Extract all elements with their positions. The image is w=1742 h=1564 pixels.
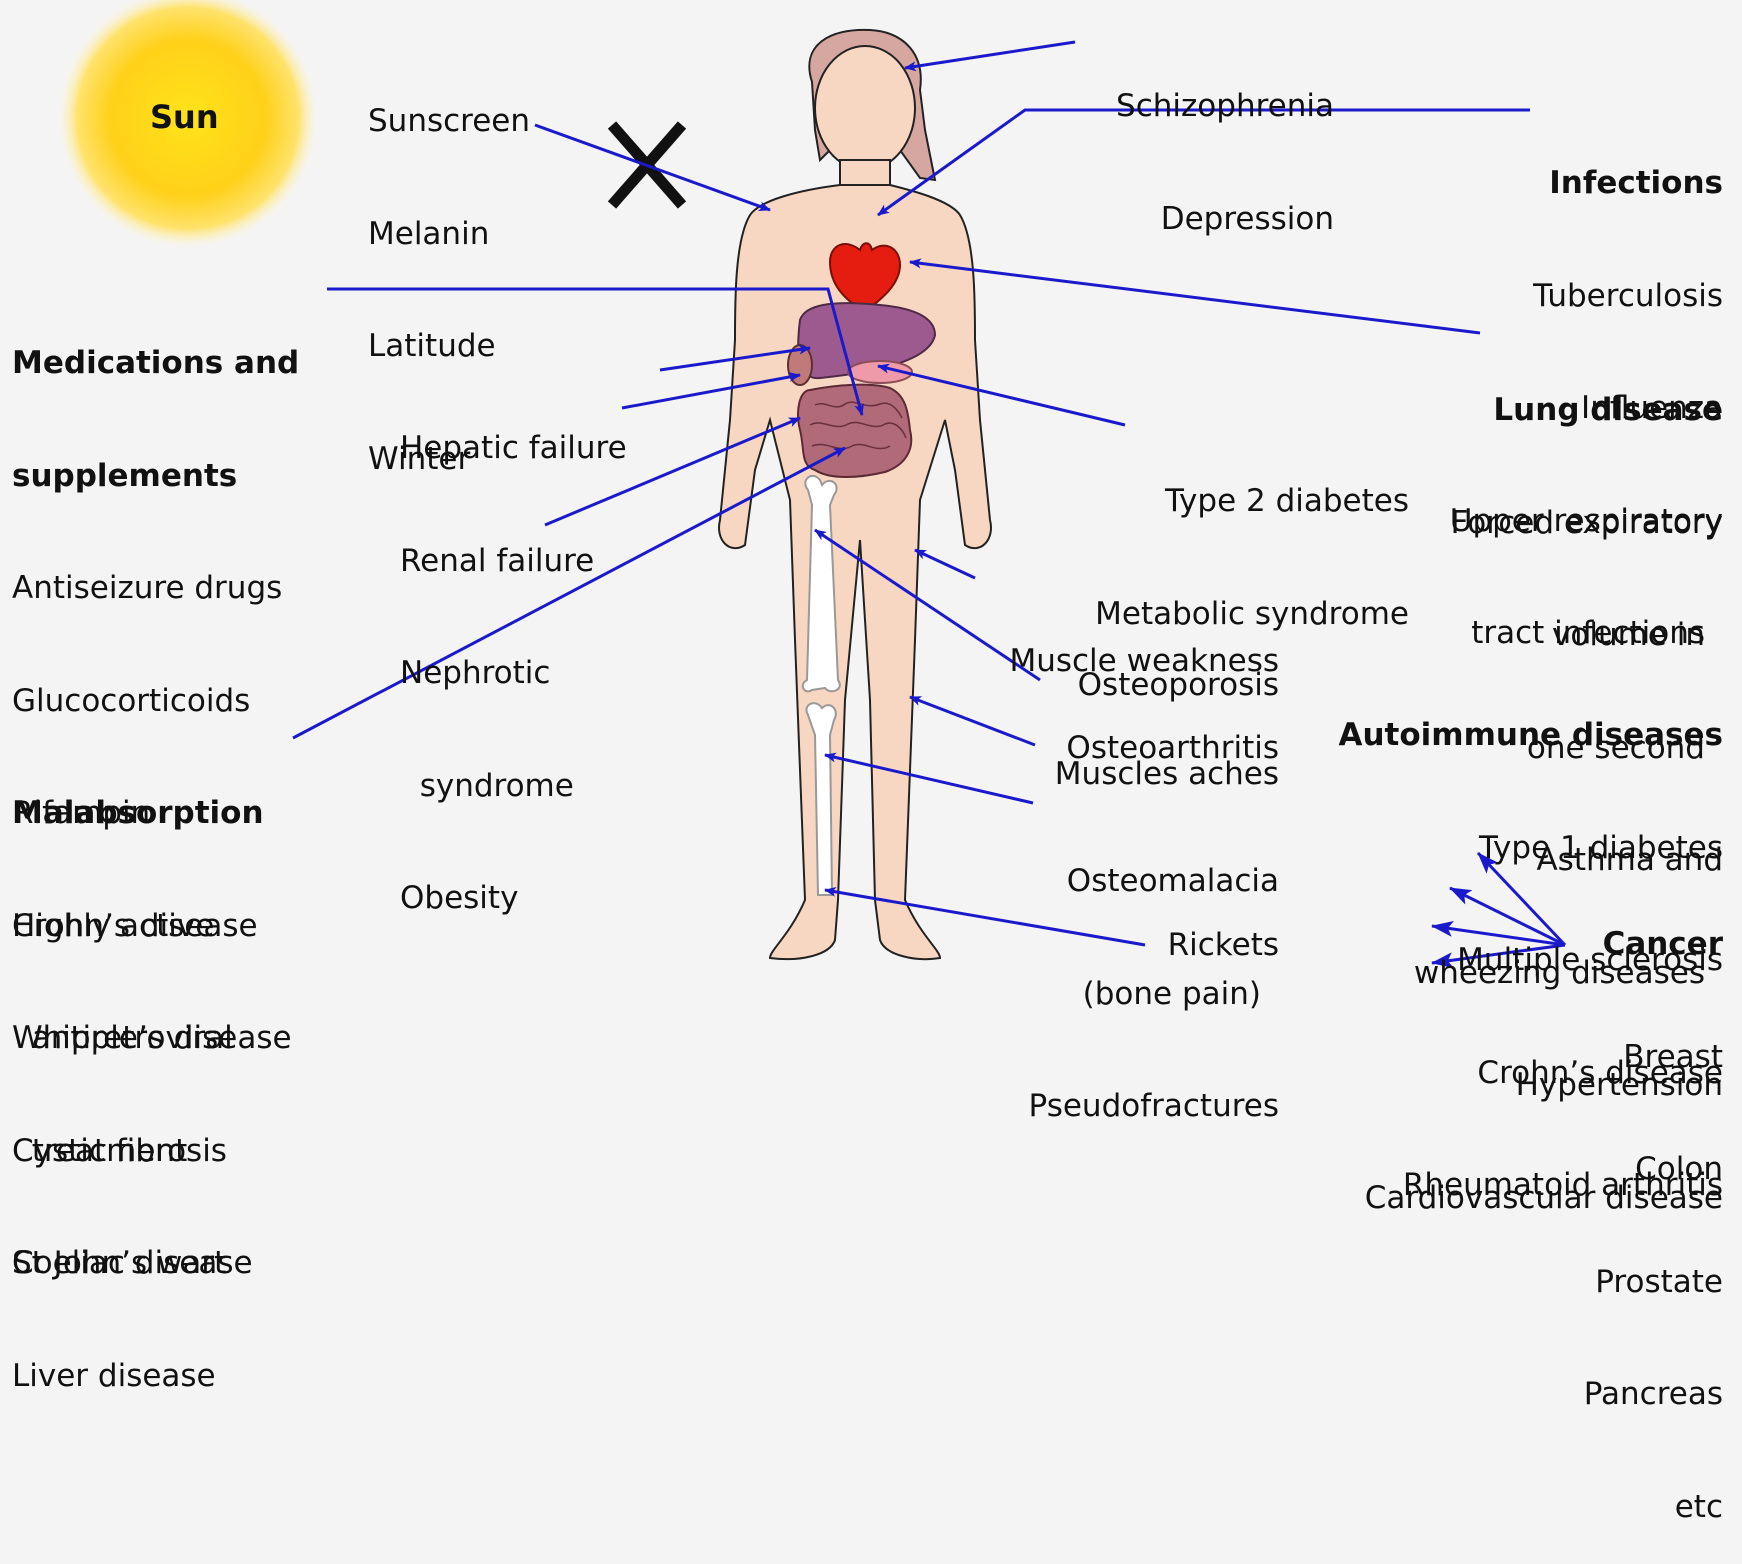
osteomalacia-list: Osteomalacia (bone pain) Pseudofractures — [1029, 788, 1279, 1163]
medications-heading: supplements — [12, 458, 299, 496]
cancer-heading: Cancer — [1584, 926, 1723, 964]
rickets-label: Rickets — [1168, 927, 1279, 965]
list-item: Schizophrenia — [1116, 88, 1334, 126]
malabsorption-heading: Malabsorption — [12, 795, 292, 833]
list-item: (bone pain) — [1029, 976, 1279, 1014]
list-item: Pancreas — [1584, 1376, 1723, 1414]
lung-heading: Lung disease — [1365, 392, 1723, 430]
list-item: Sunscreen — [368, 103, 530, 141]
head — [815, 46, 915, 170]
list-item: Melanin — [368, 216, 530, 254]
list-item: Prostate — [1584, 1264, 1723, 1302]
list-item: Crohn’s disease — [12, 908, 292, 946]
list-item: Depression — [1116, 201, 1334, 239]
list-item: Renal failure — [400, 543, 627, 581]
list-item: Forced expiratory — [1365, 505, 1723, 543]
list-item: Antiseizure drugs — [12, 570, 299, 608]
medications-heading: Medications and — [12, 345, 299, 383]
list-item: Pseudofractures — [1029, 1088, 1279, 1126]
psychiatric-list: Schizophrenia Depression — [1116, 13, 1334, 276]
list-item: Liver disease — [12, 1358, 292, 1396]
organ-failure-list: Hepatic failure Renal failure Nephrotic … — [400, 355, 627, 955]
list-item: Glucocorticoids — [12, 683, 299, 721]
list-item: Breast — [1584, 1039, 1723, 1077]
list-item: Osteomalacia — [1029, 863, 1279, 901]
list-item: Obesity — [400, 880, 627, 918]
arrow-psych — [905, 42, 1075, 68]
list-item: Whipple’s disease — [12, 1020, 292, 1058]
list-item: etc — [1584, 1489, 1723, 1527]
human-body — [719, 30, 991, 959]
list-item: Tuberculosis — [1450, 278, 1723, 316]
arrow-muscle — [915, 550, 975, 578]
autoimmune-heading: Autoimmune diseases — [1338, 717, 1723, 755]
cancer-list: Cancer Breast Colon Prostate Pancreas et… — [1584, 851, 1723, 1564]
malabsorption-list: Malabsorption Crohn’s disease Whipple’s … — [12, 720, 292, 1433]
infections-heading: Infections — [1450, 165, 1723, 203]
list-item: Coeliac disease — [12, 1245, 292, 1283]
list-item: Nephrotic — [400, 655, 627, 693]
arrow-osteomalacia — [825, 755, 1033, 803]
sun-label: Sun — [150, 98, 219, 136]
list-item: Cystic fibrosis — [12, 1133, 292, 1171]
list-item: syndrome — [400, 768, 627, 806]
list-item: Colon — [1584, 1151, 1723, 1189]
list-item: Hepatic failure — [400, 430, 627, 468]
list-item: Type 2 diabetes — [1095, 483, 1409, 521]
osteoporosis-label: Osteoporosis — [1078, 667, 1279, 705]
arrow-blockers — [535, 125, 770, 210]
osteoarthritis-label: Osteoarthritis — [1066, 730, 1279, 768]
